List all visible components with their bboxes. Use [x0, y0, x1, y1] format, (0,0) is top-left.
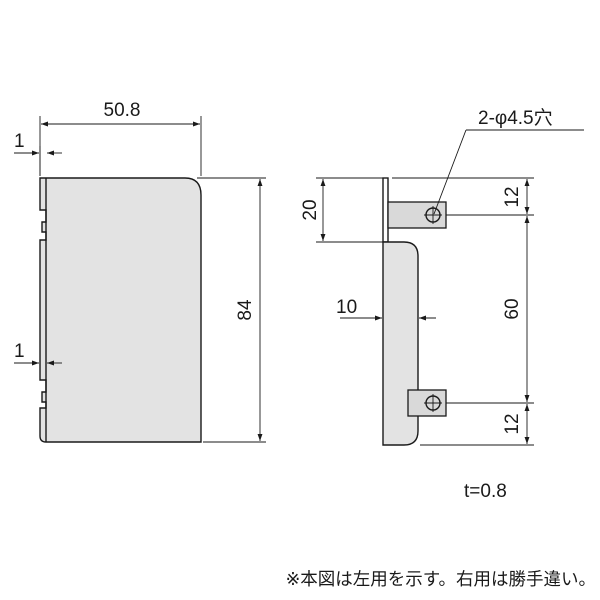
front-plate: [39, 177, 202, 443]
top-hole-label: 12: [502, 186, 523, 207]
top-flange-label: 1: [14, 131, 25, 152]
offset-label: 20: [300, 199, 321, 220]
hole-callout-leader: [433, 129, 467, 215]
height-label: 84: [235, 299, 256, 321]
side-view: 2-φ4.5穴 20 10 12 60 12: [300, 107, 584, 446]
hole-callout-label: 2-φ4.5穴: [478, 107, 553, 129]
width-label: 50.8: [104, 100, 141, 121]
lower-flange-label: 1: [14, 341, 25, 362]
footnote: ※本図は左用を示す。右用は勝手違い。: [286, 570, 596, 590]
thickness-label: 10: [336, 297, 357, 318]
front-view: 50.8 1 1 84: [14, 100, 266, 443]
bottom-hole-label: 12: [502, 413, 523, 434]
material-thickness-note: t=0.8: [464, 481, 507, 502]
pitch-label: 60: [502, 298, 523, 319]
side-flange: [382, 177, 389, 243]
